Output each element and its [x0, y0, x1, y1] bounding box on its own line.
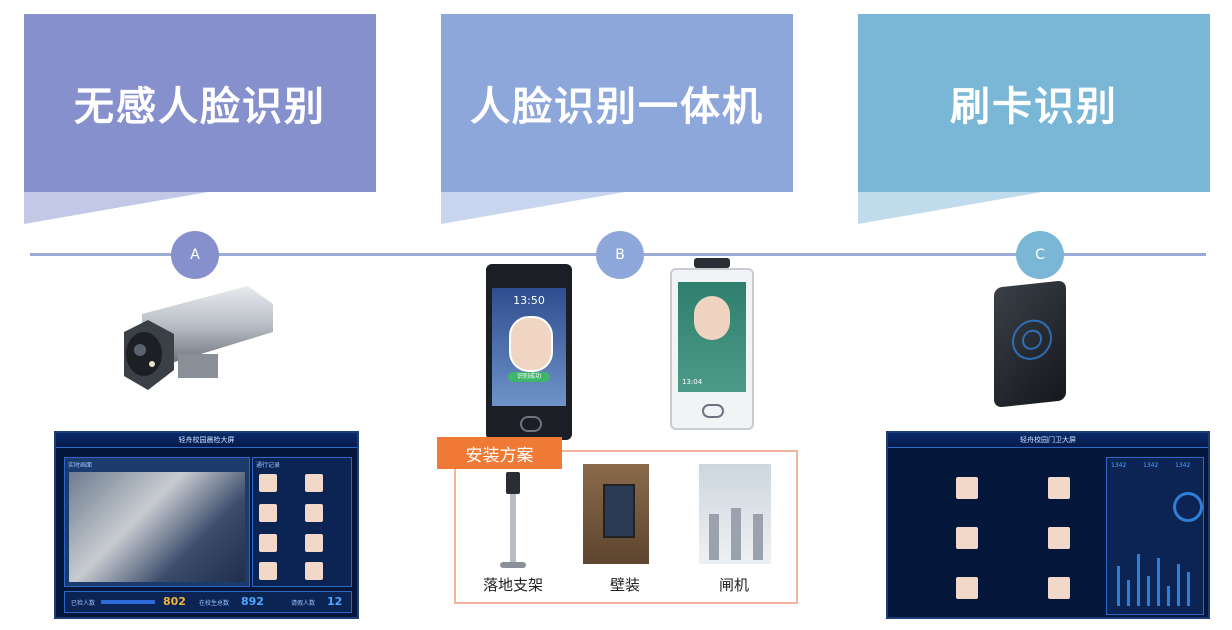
node-c-label: C — [1035, 247, 1045, 263]
device-a-screen-title: 轻舟校园晨检大屏 — [56, 433, 357, 448]
record-panel: 通行记录 — [252, 457, 352, 587]
record-avatar-8 — [305, 562, 323, 580]
face-grid — [894, 457, 1100, 613]
grid-avatar-3 — [956, 527, 978, 549]
stat-1: 1342 — [1111, 462, 1127, 469]
floor-stand-image — [500, 472, 526, 568]
banner-b-tail — [441, 192, 625, 224]
banner-c-tail — [858, 192, 1042, 224]
stat-checked-bar — [101, 600, 155, 604]
grid-avatar-1 — [956, 477, 978, 499]
stat-total-value: 892 — [241, 595, 264, 608]
kiosk2-nfc-icon — [702, 404, 724, 418]
bars-chart — [1113, 536, 1197, 606]
face-kiosk-portrait: 13:50 识别成功 — [486, 264, 572, 440]
banner-a-title: 无感人脸识别 — [74, 84, 326, 130]
card-reader-icon — [994, 280, 1066, 408]
kiosk2-time: 13:04 — [682, 378, 703, 386]
node-a: A — [171, 231, 219, 279]
install-plan-box — [454, 450, 798, 604]
ring-icon — [1173, 492, 1203, 522]
face-kiosk-landscape: 13:04 — [670, 258, 754, 430]
banner-c: 刷卡识别 — [858, 14, 1210, 192]
grid-avatar-4 — [1048, 527, 1070, 549]
node-a-label: A — [190, 247, 200, 263]
grid-avatar-6 — [1048, 577, 1070, 599]
banner-a: 无感人脸识别 — [24, 14, 376, 192]
stat-total-label: 在校生总数 — [199, 600, 230, 607]
record-avatar-2 — [305, 474, 323, 492]
kiosk-screen: 13:50 识别成功 — [492, 288, 566, 406]
video-label: 实时画面 — [68, 462, 93, 469]
device-a-screen: 轻舟校园晨检大屏 实时画面 通行记录 已检人数 802 在校生总数 892 请假… — [54, 431, 359, 619]
stat-leave-label: 请假人数 — [291, 600, 316, 607]
node-b-label: B — [615, 247, 625, 263]
install-option-wall-mount: 壁装 — [609, 576, 640, 594]
node-b: B — [596, 231, 644, 279]
stat-checked-label: 已检人数 — [71, 600, 96, 607]
record-label: 通行记录 — [256, 462, 281, 469]
install-plan-tag: 安装方案 — [437, 437, 562, 469]
grid-avatar-5 — [956, 577, 978, 599]
node-c: C — [1016, 231, 1064, 279]
video-panel: 实时画面 — [64, 457, 250, 587]
stat-leave-value: 12 — [327, 595, 343, 608]
banner-a-tail — [24, 192, 208, 224]
video-feed — [69, 472, 245, 582]
record-avatar-4 — [305, 504, 323, 522]
stat-3: 1342 — [1175, 462, 1191, 469]
device-c-screen-title: 轻舟校园门卫大屏 — [888, 433, 1208, 448]
kiosk2-camera — [694, 258, 730, 268]
install-option-floor-stand: 落地支架 — [482, 576, 543, 594]
stats-bar: 已检人数 802 在校生总数 892 请假人数 12 — [64, 591, 352, 613]
kiosk2-screen: 13:04 — [678, 282, 746, 392]
banner-c-title: 刷卡识别 — [950, 84, 1118, 130]
grid-avatar-2 — [1048, 477, 1070, 499]
record-avatar-7 — [259, 562, 277, 580]
stat-2: 1342 — [1143, 462, 1159, 469]
gate-image — [699, 464, 771, 564]
install-option-gate: 闸机 — [718, 576, 749, 594]
stat-checked-value: 802 — [163, 595, 186, 608]
record-avatar-6 — [305, 534, 323, 552]
banner-b: 人脸识别一体机 — [441, 14, 793, 192]
record-avatar-5 — [259, 534, 277, 552]
record-avatar-1 — [259, 474, 277, 492]
bullet-camera-icon — [124, 286, 273, 390]
wall-mount-image — [583, 464, 649, 564]
kiosk-success-badge: 识别成功 — [508, 372, 550, 382]
banner-b-title: 人脸识别一体机 — [470, 84, 764, 130]
record-avatar-3 — [259, 504, 277, 522]
stats-panel: 1342 1342 1342 — [1106, 457, 1204, 615]
kiosk-face — [509, 316, 553, 372]
kiosk-nfc-icon — [520, 416, 542, 432]
kiosk2-face — [694, 296, 730, 340]
device-c-screen: 轻舟校园门卫大屏 1342 1342 1342 — [886, 431, 1210, 619]
kiosk-time: 13:50 — [513, 294, 545, 307]
